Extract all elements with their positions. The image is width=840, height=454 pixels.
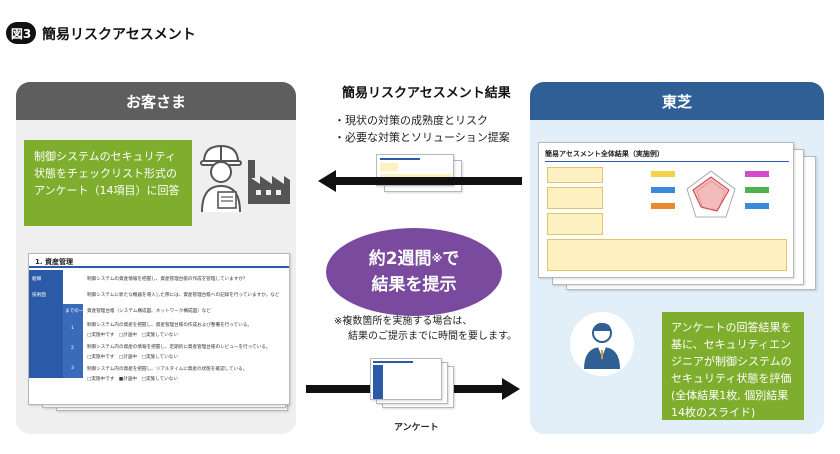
questionnaire-row: 制御システムの資産情報を把握し、資産管理台帳の作成を管理していますか？: [87, 277, 248, 282]
result-tag: [745, 171, 769, 177]
footnote-line: ※複数箇所を実施する場合は、: [334, 316, 473, 327]
result-block: [547, 167, 603, 183]
figure-title: 簡易リスクアセスメント: [42, 27, 196, 43]
questionnaire-row: 制御システム内の資産の情報を把握し、定期的に資産管理台帳のレビューを行っている。: [87, 345, 271, 350]
questionnaire-section-title: 1. 資産管理: [29, 254, 289, 268]
result-item: ・必要な対策とソリューション提案: [334, 131, 510, 144]
questionnaire-row: 制御システムに新たな機器を導入した際には、資産管理台帳への記録を行っていますか。…: [87, 293, 280, 298]
result-block: [547, 213, 603, 235]
thumbnail-block: [380, 163, 398, 171]
engineer-avatar: [570, 312, 634, 376]
thumbnail-rule: [380, 158, 420, 160]
questionnaire-label: 2: [71, 346, 74, 351]
questionnaire-label: 3: [71, 366, 74, 371]
result-block: [547, 239, 787, 271]
thumb-rule: [373, 361, 413, 363]
result-item: ・現状の対策の成熟度とリスク: [334, 114, 488, 127]
result-tag: [651, 171, 675, 177]
questionnaire-label: 技術面: [32, 293, 46, 298]
questionnaire-side-bar: [29, 270, 63, 378]
result-list: ・現状の対策の成熟度とリスク ・必要な対策とソリューション提案: [334, 112, 510, 146]
figure-badge: 図3: [6, 22, 36, 44]
duration-line-2: 結果を提示: [371, 275, 457, 295]
questionnaire-label: 組織: [32, 277, 42, 282]
questionnaire-row: 資産管理台帳（システム構成図、ネットワーク構成図）など: [87, 309, 211, 314]
result-title: 簡易リスクアセスメント結果: [342, 86, 511, 101]
footnote: ※複数箇所を実施する場合は、 結果のご提示までに時間を要します。: [334, 314, 517, 344]
engineer-icon: [584, 323, 620, 369]
questionnaire-side-bar-2: [63, 304, 83, 378]
toshiba-note: アンケートの回答結果を基に、セキュリティエンジニアが制御システムのセキュリティ状…: [662, 312, 804, 420]
customer-note: 制御システムのセキュリティ状態をチェックリスト形式のアンケート（14項目）に回答: [24, 140, 192, 226]
arrow-left-icon: [318, 170, 522, 192]
result-tag: [745, 187, 769, 193]
questionnaire-sheet: 1. 資産管理 組織 技術面 までの一次 1 2 3 制御システムの資産情報を把…: [28, 253, 290, 405]
thumb-sidebar: [373, 365, 383, 399]
factory-icon: [248, 160, 290, 204]
duration-line-1: 約2週間※で: [368, 249, 460, 269]
questionnaire-row: □実施中です ■計画中 □実施していない: [87, 377, 178, 382]
result-sheet-rule: [545, 161, 789, 162]
questionnaire-row: □実施中です □計画中 □実施していない: [87, 355, 178, 360]
toshiba-panel-header: 東芝: [530, 82, 824, 120]
result-sheet: 簡易アセスメント全体結果（実施例）: [538, 142, 794, 278]
questionnaire-thumb: [370, 358, 442, 400]
worker-icon: [200, 144, 242, 213]
footnote-line: 結果のご提示までに時間を要します。: [348, 331, 517, 342]
questionnaire-row: 制御システム内の資産を把握し、リアルタイムに資産の状態を確認している。: [87, 367, 248, 372]
questionnaire-caption: アンケート: [394, 423, 439, 433]
result-sheet-title: 簡易アセスメント全体結果（実施例）: [545, 150, 664, 158]
customer-panel-header: お客さま: [16, 82, 296, 120]
result-block: [547, 187, 603, 209]
result-tag: [651, 187, 675, 193]
questionnaire-row: 制御システム内の資産を把握し、資産管理台帳の作成および整備を行っている。: [87, 323, 253, 328]
questionnaire-label: までの一次: [65, 309, 88, 314]
result-tag: [651, 203, 675, 209]
questionnaire-label: 1: [71, 326, 74, 331]
duration-bubble: 約2週間※で 結果を提示: [326, 228, 502, 316]
questionnaire-row: □実施中です □計画中 □実施していない: [87, 333, 178, 338]
result-tag: [745, 203, 769, 209]
radar-chart-icon: [686, 170, 736, 218]
